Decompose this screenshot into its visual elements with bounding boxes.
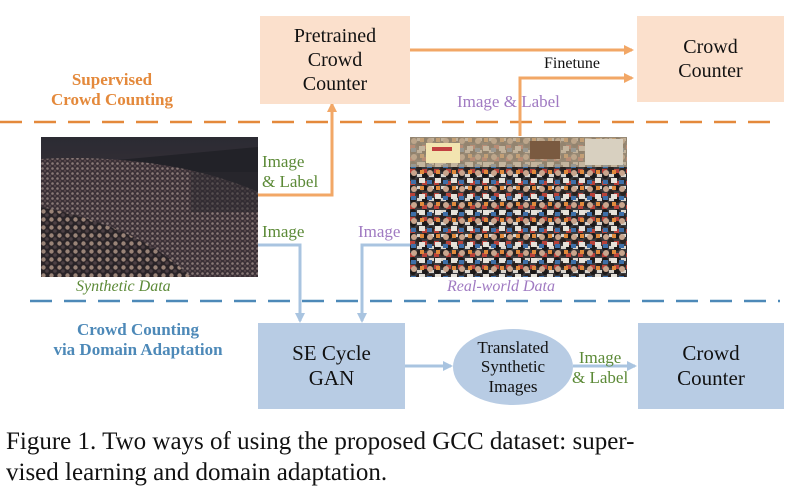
node-se-cycle-gan-label: SE Cycle GAN [292, 340, 371, 390]
edge-label-image-label-real: Image & Label [457, 92, 560, 111]
edge-label-finetune: Finetune [544, 55, 600, 72]
figure-caption: Figure 1. Two ways of using the proposed… [6, 428, 635, 487]
section-title-supervised: Supervised Crowd Counting [50, 70, 174, 109]
node-crowd-counter-bottom: Crowd Counter [638, 323, 784, 409]
arrow-synth-to-pretrained [258, 102, 337, 197]
real-world-data-caption: Real-world Data [447, 278, 555, 295]
arrow-real-to-gan [357, 243, 410, 323]
node-translated-synthetic-images: Translated Synthetic Images [453, 329, 573, 405]
arrow-synth-to-gan [258, 243, 305, 323]
edge-label-image-label-translated: Image & Label [572, 348, 629, 387]
arrow-real-to-counter [518, 73, 634, 136]
real-world-data-image [410, 137, 627, 277]
node-crowd-counter-bottom-label: Crowd Counter [677, 340, 745, 390]
synthetic-data-caption: Synthetic Data [76, 278, 171, 295]
edge-label-image-real: Image [358, 222, 401, 241]
node-pretrained-crowd-counter: Pretrained Crowd Counter [260, 16, 410, 104]
node-se-cycle-gan: SE Cycle GAN [258, 323, 405, 409]
node-crowd-counter-top-label: Crowd Counter [678, 36, 743, 82]
edge-label-image-label-synth: Image & Label [262, 152, 319, 191]
node-pretrained-label: Pretrained Crowd Counter [293, 25, 377, 95]
node-translated-label: Translated Synthetic Images [477, 337, 549, 396]
synthetic-data-image [41, 137, 258, 277]
node-crowd-counter-top: Crowd Counter [637, 16, 784, 102]
edge-label-image-synth: Image [262, 222, 305, 241]
section-title-domain-adaptation: Crowd Counting via Domain Adaptation [53, 320, 223, 359]
